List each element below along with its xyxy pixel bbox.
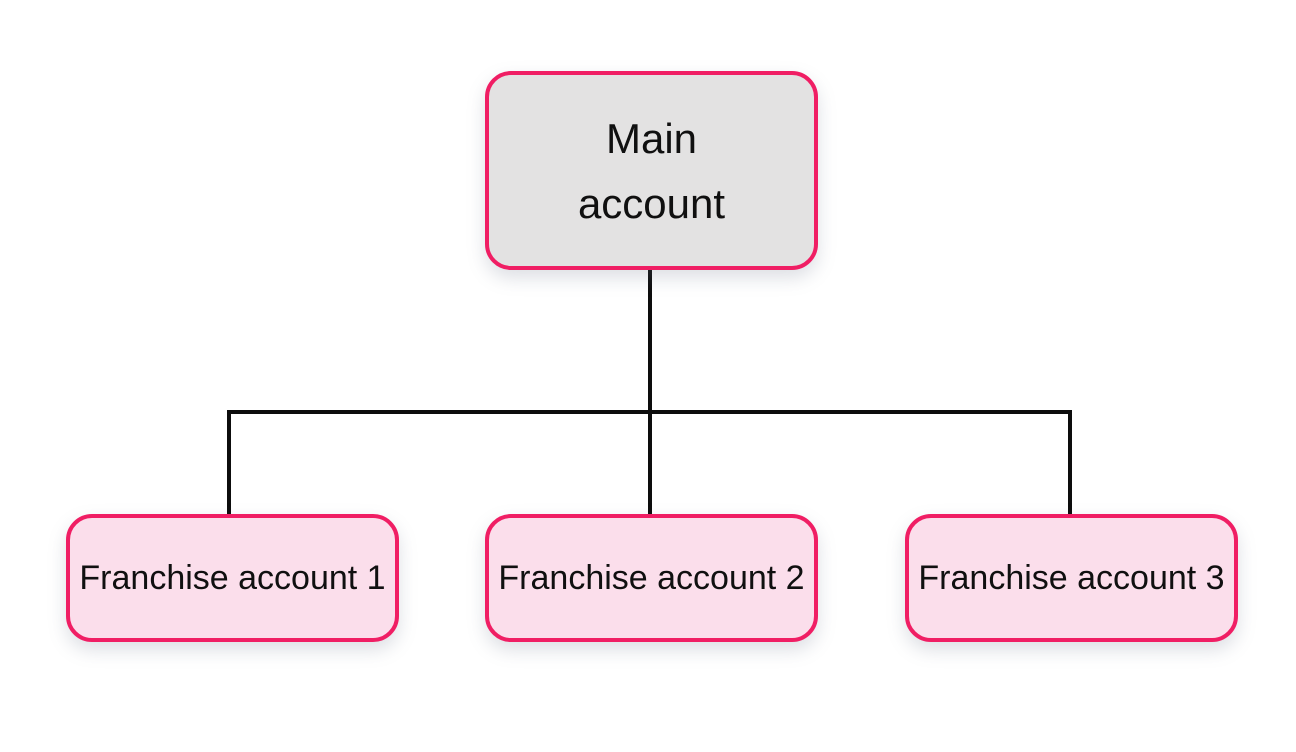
node-franchise-account-2-label: Franchise account 2 — [498, 559, 805, 597]
connector-right-branch — [1068, 410, 1072, 514]
node-franchise-account-1-label: Franchise account 1 — [79, 559, 386, 597]
node-main-account: Main account — [485, 71, 818, 270]
connector-root-down — [648, 266, 652, 514]
node-franchise-account-2: Franchise account 2 — [485, 514, 818, 642]
node-franchise-account-1: Franchise account 1 — [66, 514, 399, 642]
node-franchise-account-3: Franchise account 3 — [905, 514, 1238, 642]
node-franchise-account-3-label: Franchise account 3 — [918, 559, 1225, 597]
node-main-account-label: Main account — [577, 114, 726, 227]
connector-horizontal — [227, 410, 1072, 414]
connector-left-branch — [227, 410, 231, 514]
